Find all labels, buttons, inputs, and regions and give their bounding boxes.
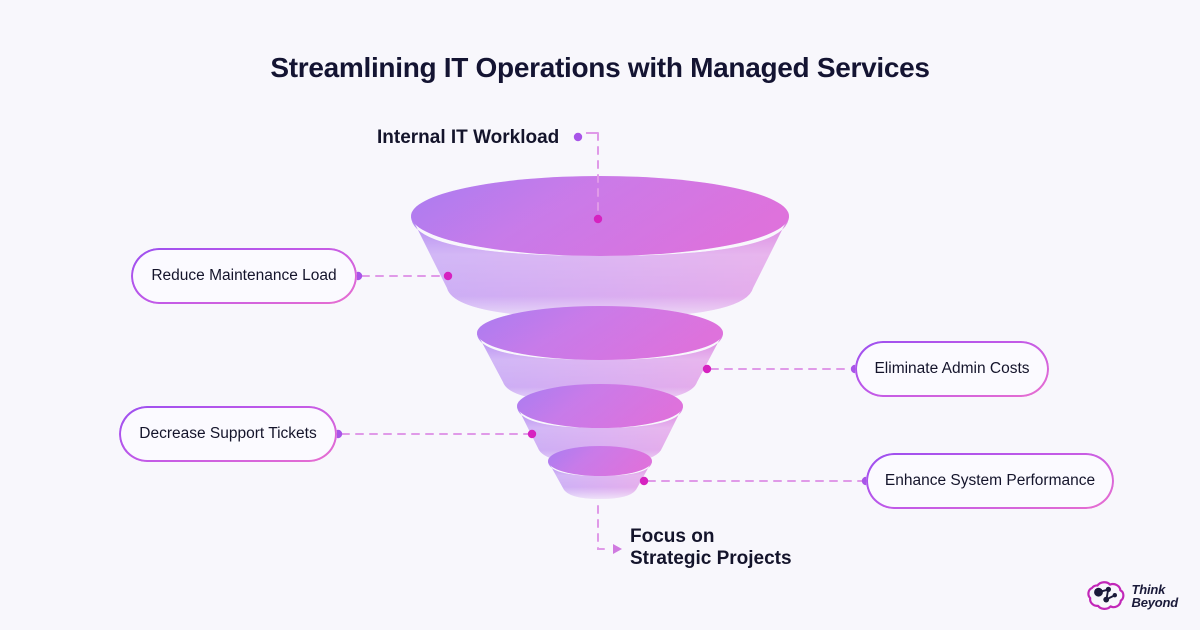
connector-output <box>597 505 622 554</box>
funnel-stage-3 <box>512 384 692 468</box>
callout-label: Enhance System Performance <box>884 472 1096 489</box>
brand-line-1: Think <box>1131 582 1166 597</box>
callout-reduce-maintenance-load[interactable]: Reduce Maintenance Load <box>131 248 357 304</box>
brand-wordmark: Think Beyond <box>1131 582 1179 610</box>
funnel-stage-4 <box>543 446 658 501</box>
connector-dot-funnel-2 <box>702 364 712 374</box>
brand-line-2: Beyond <box>1131 595 1179 610</box>
callout-decrease-support-tickets[interactable]: Decrease Support Tickets <box>119 406 337 462</box>
funnel-input-label: Internal IT Workload <box>377 127 560 148</box>
connector-stage-3 <box>333 429 537 439</box>
funnel-output-label-line1: Focus on <box>630 526 715 547</box>
connector-stage-1 <box>353 271 453 281</box>
callout-label: Reduce Maintenance Load <box>151 267 337 284</box>
connector-dot-funnel-3 <box>527 429 537 439</box>
callout-label: Decrease Support Tickets <box>139 425 317 442</box>
cloud-network-icon <box>1086 581 1124 610</box>
connector-stage-2 <box>702 364 860 374</box>
funnel-output-label: Focus on Strategic Projects <box>630 526 792 570</box>
connector-input <box>573 132 603 224</box>
page-title: Streamlining IT Operations with Managed … <box>270 52 930 83</box>
arrow-head-icon <box>613 544 622 554</box>
connector-dot-input-label <box>573 132 583 142</box>
connector-dot-funnel-1 <box>443 271 453 281</box>
funnel-stage-2 <box>470 306 730 407</box>
connector-dot-input-funnel <box>593 214 603 224</box>
connector-stage-4 <box>639 476 871 486</box>
callout-enhance-system-performance[interactable]: Enhance System Performance <box>866 453 1114 509</box>
connector-dot-funnel-4 <box>639 476 649 486</box>
funnel-output-label-line2: Strategic Projects <box>630 548 792 569</box>
funnel-stage-1 <box>400 176 800 324</box>
callout-label: Eliminate Admin Costs <box>874 360 1030 377</box>
callout-eliminate-admin-costs[interactable]: Eliminate Admin Costs <box>855 341 1049 397</box>
brand-logo: Think Beyond <box>1086 580 1178 612</box>
